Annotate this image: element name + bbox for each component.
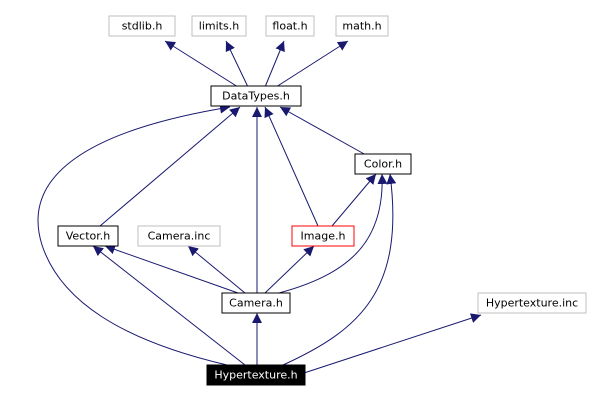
node-hypertexture-h[interactable]: Hypertexture.h <box>206 364 306 386</box>
node-label: float.h <box>272 20 307 33</box>
node-float-h[interactable]: float.h <box>265 15 315 37</box>
edge-hypertexture-color <box>282 173 397 366</box>
edges <box>37 40 482 374</box>
node-color-h[interactable]: Color.h <box>354 153 412 175</box>
nodes: stdlib.h limits.h float.h math.h DataTyp… <box>57 15 587 386</box>
node-camera-inc[interactable]: Camera.inc <box>137 225 221 247</box>
edge-vector-datatypes <box>99 106 241 227</box>
node-label: stdlib.h <box>122 20 163 33</box>
edge-camera-vector <box>104 244 239 294</box>
edge-camera-camerainc <box>187 245 246 294</box>
edge-image-datatypes <box>264 106 319 227</box>
node-label: Hypertexture.h <box>214 369 297 382</box>
node-label: Color.h <box>364 158 402 171</box>
edge-datatypes-float <box>264 40 285 88</box>
edge-hypertexture-hyperinc <box>303 313 482 374</box>
node-label: Vector.h <box>66 230 111 243</box>
node-math-h[interactable]: math.h <box>335 15 389 37</box>
node-image-h[interactable]: Image.h <box>291 225 355 247</box>
node-label: Camera.inc <box>148 230 211 243</box>
edge-camera-image <box>264 245 315 294</box>
node-label: Camera.h <box>229 297 283 310</box>
edge-hypertexture-vector <box>92 245 246 366</box>
node-limits-h[interactable]: limits.h <box>191 15 247 37</box>
edge-datatypes-stdlib <box>164 40 239 88</box>
node-stdlib-h[interactable]: stdlib.h <box>108 15 176 37</box>
edge-hypertexture-datatypes <box>37 103 231 366</box>
node-datatypes-h[interactable]: DataTypes.h <box>210 85 302 107</box>
edge-datatypes-math <box>275 40 349 88</box>
node-label: Hypertexture.inc <box>486 297 578 310</box>
edge-datatypes-limits <box>225 40 249 88</box>
edge-image-color <box>331 173 377 227</box>
node-label: Image.h <box>301 230 346 243</box>
node-label: DataTypes.h <box>222 90 290 103</box>
node-hypertexture-inc[interactable]: Hypertexture.inc <box>477 292 587 314</box>
edge-camera-color <box>278 173 388 294</box>
node-label: math.h <box>342 20 381 33</box>
edge-color-datatypes <box>279 106 367 156</box>
node-label: limits.h <box>199 20 239 33</box>
node-vector-h[interactable]: Vector.h <box>57 225 119 247</box>
node-camera-h[interactable]: Camera.h <box>221 292 291 314</box>
